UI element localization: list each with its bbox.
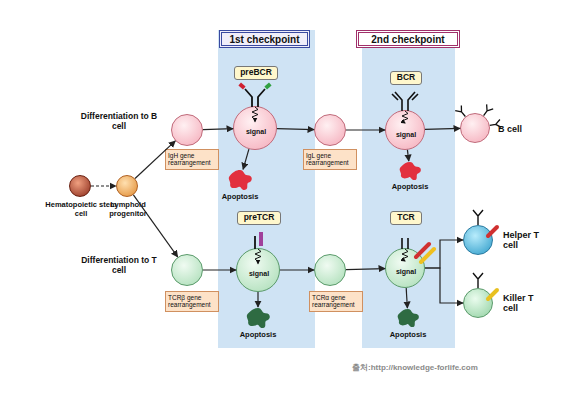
- apoptosis-label: Apoptosis: [385, 183, 435, 192]
- signal-squiggle: [402, 249, 408, 261]
- checkpoint-heading: 2nd checkpoint: [356, 30, 460, 48]
- prebcr-receptor: [245, 89, 265, 107]
- apoptosis-shape: [227, 169, 253, 191]
- flow-arrow: [243, 149, 249, 169]
- cell-circle: TCRsignal: [385, 248, 425, 288]
- checkpoint-heading: 1st checkpoint: [219, 30, 310, 48]
- bcr-receptor: [392, 92, 418, 111]
- cell-name: Helper T cell: [503, 230, 539, 251]
- cd4-bar: [488, 227, 497, 236]
- cell-circle: BCRsignal: [385, 110, 425, 150]
- pretcr-alpha: [259, 232, 263, 246]
- rearrangement-box: TCRβ gene rearrangement: [165, 291, 219, 312]
- flow-arrow: [425, 240, 463, 268]
- flow-arrow: [346, 269, 385, 270]
- checkpoint-band: 1st checkpointpreBCRsignalApoptosispreTC…: [218, 30, 315, 348]
- coreceptor-bar: [416, 244, 429, 257]
- receptor-symbol: [473, 273, 483, 288]
- signal-squiggle: [252, 107, 258, 122]
- flow-arrow: [91, 185, 116, 186]
- flow-arrow: [133, 195, 177, 257]
- rearrangement-box: IgL gene rearrangement: [303, 149, 357, 170]
- apoptosis-cell: Apoptosis: [227, 169, 253, 191]
- apoptosis-cell: Apoptosis: [398, 161, 422, 181]
- surrogate-light-chain: [264, 83, 271, 90]
- cell-circle: TCRβ gene rearrangement: [171, 254, 203, 286]
- cell-circle: Lymphoid progenitor: [116, 175, 138, 197]
- surrogate-light-chain: [238, 83, 245, 90]
- cell-circle: Killer T cell: [463, 288, 493, 318]
- apoptosis-cell: Apoptosis: [396, 308, 420, 328]
- flow-arrow: [406, 288, 407, 308]
- apoptosis-shape: [396, 308, 420, 328]
- signal-squiggle: [255, 249, 261, 264]
- cell-circle: Hematopoietic stem cell: [69, 175, 91, 197]
- apoptosis-blob: [229, 170, 252, 190]
- apoptosis-shape: [398, 161, 422, 181]
- rearrangement-box: IgH gene rearrangement: [165, 149, 219, 170]
- pretcr-chain: [254, 236, 256, 249]
- receptor-tag: preBCR: [234, 66, 278, 80]
- flow-arrow: [203, 269, 236, 270]
- branch-label: Differentiation to B cell: [76, 112, 162, 132]
- rearrangement-box: TCRα gene rearrangement: [309, 291, 363, 312]
- receptor-tag: preTCR: [237, 211, 281, 225]
- flow-arrow: [407, 150, 408, 161]
- branch-label: Differentiation to T cell: [76, 256, 162, 276]
- signal-label: signal: [388, 268, 424, 276]
- cell-caption: Hematopoietic stem cell: [43, 201, 119, 218]
- cell-circle: IgH gene rearrangement: [171, 114, 203, 146]
- source-watermark: 출처:http://knowledge-forlife.com: [352, 363, 552, 372]
- checkpoint-band: 2nd checkpointBCRsignalApoptosisTCRsigna…: [362, 30, 455, 348]
- receptor-symbol: [480, 104, 493, 118]
- apoptosis-label: Apoptosis: [215, 193, 265, 202]
- apoptosis-label: Apoptosis: [233, 331, 283, 340]
- flow-arrow: [346, 129, 385, 130]
- flow-arrow: [425, 268, 463, 303]
- cell-name: B cell: [498, 124, 538, 134]
- receptor-tag: BCR: [390, 71, 422, 85]
- apoptosis-shape: [245, 307, 271, 329]
- receptor-symbol: [489, 120, 501, 130]
- receptor-tag: TCR: [390, 211, 422, 225]
- receptor-symbol: [455, 106, 468, 120]
- apoptosis-blob: [398, 309, 419, 327]
- signal-label: signal: [388, 131, 424, 139]
- receptor-symbol: [473, 210, 483, 225]
- coreceptor-bar: [421, 249, 434, 262]
- apoptosis-label: Apoptosis: [383, 331, 433, 340]
- b-cell-receptors: [455, 104, 501, 129]
- flow-arrow: [257, 292, 258, 307]
- signal-label: signal: [238, 128, 274, 136]
- cell-circle: B cell: [460, 113, 490, 143]
- flow-arrow: [135, 141, 175, 179]
- cell-caption: Lymphoid progenitor: [101, 201, 155, 218]
- flow-arrow: [277, 128, 314, 130]
- cell-name: Killer T cell: [503, 293, 539, 314]
- apoptosis-blob: [400, 162, 421, 180]
- flow-arrow: [203, 128, 233, 130]
- cd8-bar: [488, 290, 497, 299]
- cell-circle: IgL gene rearrangement: [314, 114, 346, 146]
- flow-arrow: [280, 269, 314, 270]
- tcr-receptor: [402, 238, 408, 249]
- signal-label: signal: [241, 270, 277, 278]
- apoptosis-blob: [247, 308, 270, 328]
- signal-squiggle: [402, 111, 408, 123]
- cell-circle: Helper T cell: [463, 225, 493, 255]
- apoptosis-cell: Apoptosis: [245, 307, 271, 329]
- cell-circle: preBCRsignal: [233, 106, 277, 150]
- flow-arrow: [425, 128, 460, 129]
- cell-circle: preTCRsignal: [236, 248, 280, 292]
- cell-circle: TCRα gene rearrangement: [314, 254, 346, 286]
